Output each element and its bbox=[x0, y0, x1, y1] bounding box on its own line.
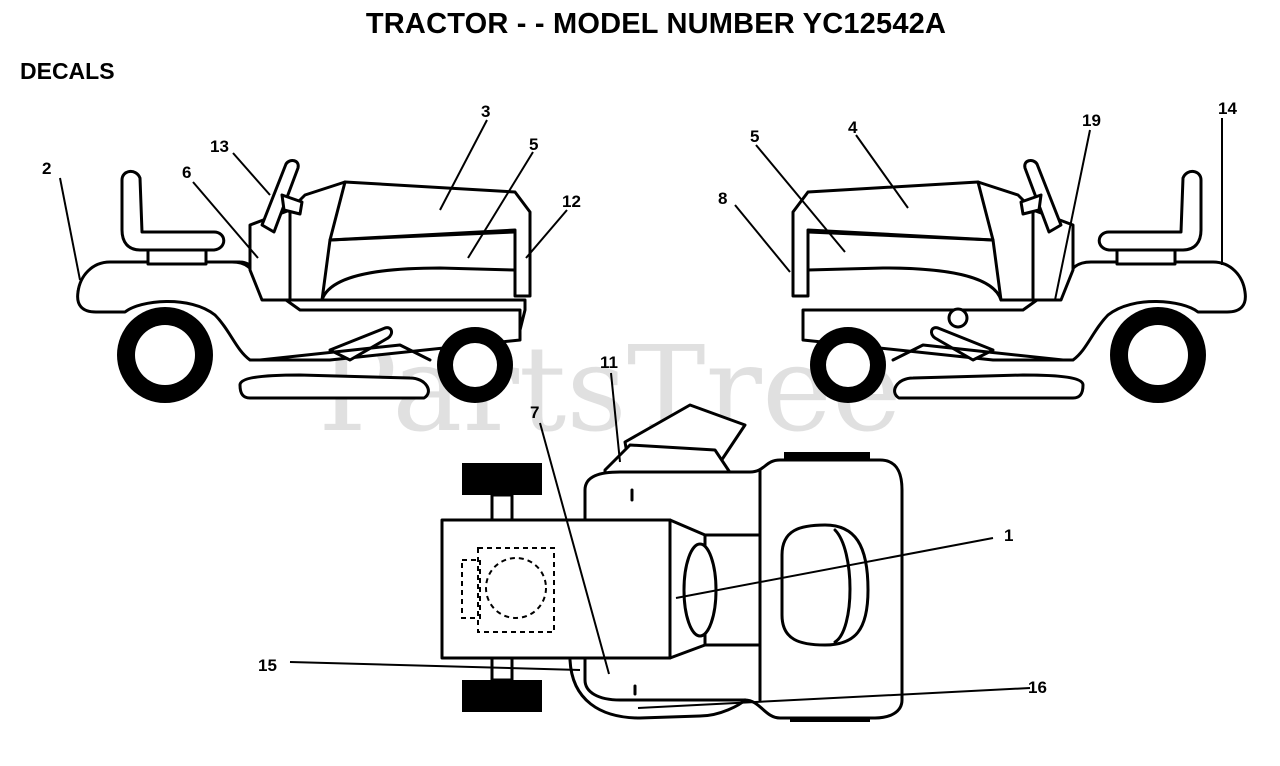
callout-14: 14 bbox=[1218, 99, 1237, 118]
callout-5-right: 5 bbox=[750, 127, 759, 146]
callout-2: 2 bbox=[42, 159, 51, 178]
callout-8: 8 bbox=[718, 189, 727, 208]
callout-11: 11 bbox=[600, 353, 618, 372]
callout-15: 15 bbox=[258, 656, 277, 675]
callout-3: 3 bbox=[481, 102, 490, 121]
tractor-right-view bbox=[791, 159, 1247, 403]
leader-lines bbox=[59, 118, 1223, 709]
callout-13: 13 bbox=[210, 137, 229, 156]
section-title: DECALS bbox=[20, 58, 115, 84]
tractor-top-view bbox=[440, 403, 904, 722]
callout-16: 16 bbox=[1028, 678, 1047, 697]
callout-7: 7 bbox=[530, 403, 539, 422]
page-title: TRACTOR - - MODEL NUMBER YC12542A bbox=[365, 8, 947, 40]
callout-labels: 2 13 6 3 5 12 5 4 8 19 14 11 7 1 15 16 bbox=[42, 99, 1237, 697]
callout-1: 1 bbox=[1004, 526, 1013, 545]
tractor-left-view bbox=[76, 159, 532, 403]
callout-12: 12 bbox=[562, 192, 581, 211]
callout-4: 4 bbox=[848, 118, 858, 137]
callout-19: 19 bbox=[1082, 111, 1101, 130]
callout-5-left: 5 bbox=[529, 135, 538, 154]
callout-6: 6 bbox=[182, 163, 191, 182]
